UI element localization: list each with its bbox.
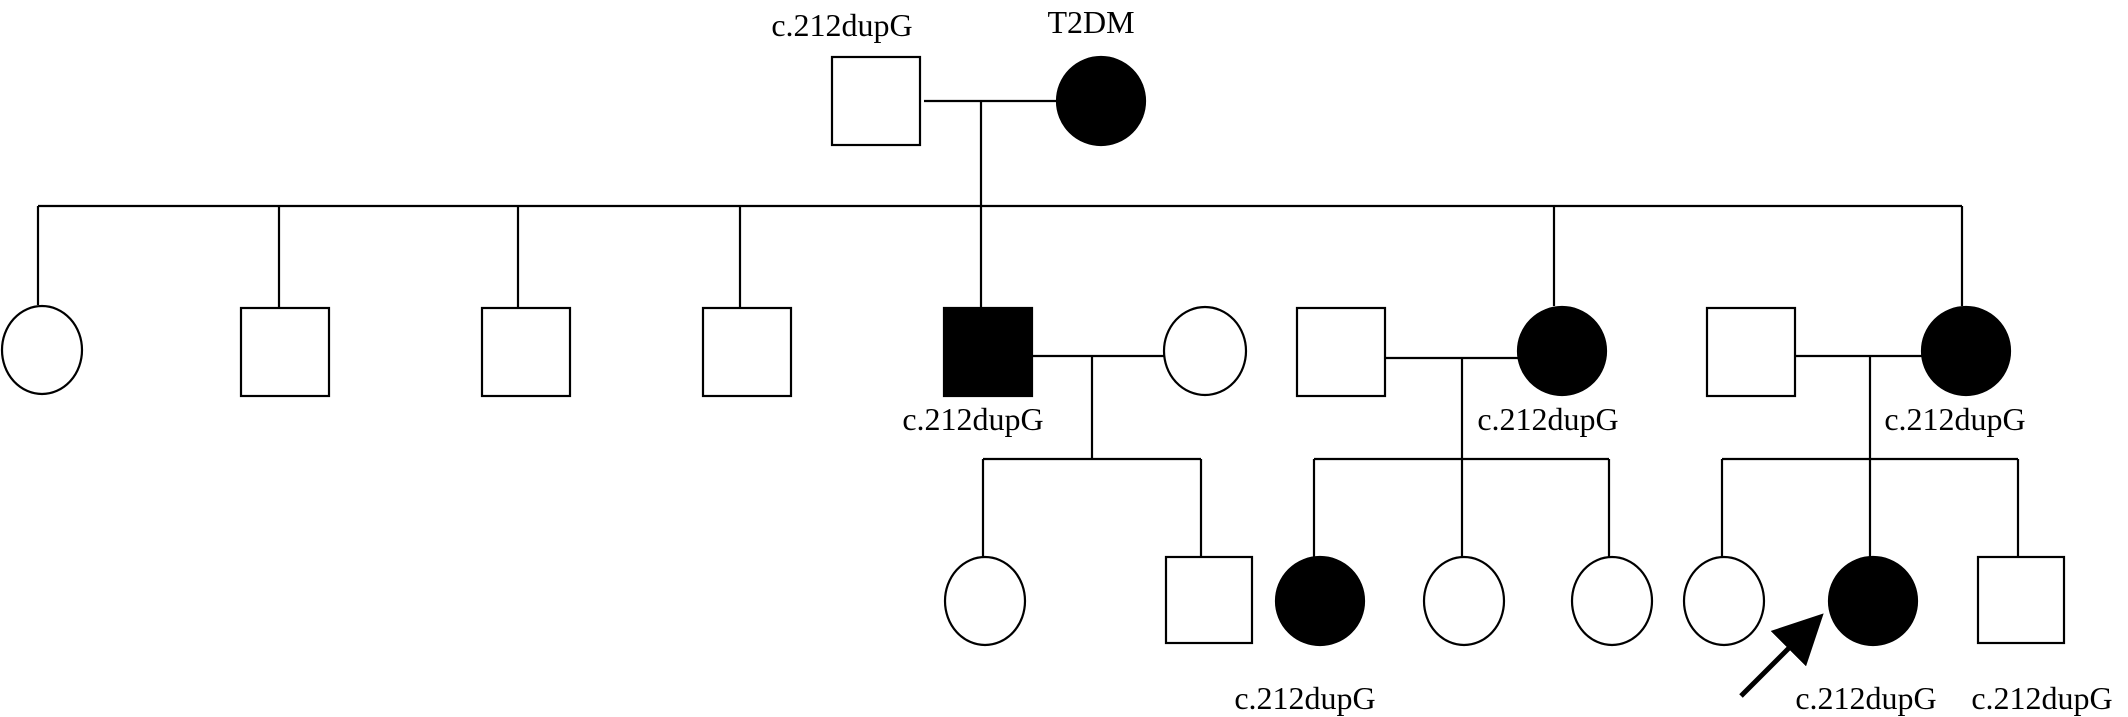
gen2-spouse-male: [1295, 306, 1387, 398]
gen3-female: [1422, 555, 1506, 647]
gen1-father-square: [830, 55, 922, 147]
gen3-proband-female: [1827, 555, 1919, 647]
gen3-label: c.212dupG: [1234, 680, 1375, 716]
gen2-spouse-female: [1162, 305, 1248, 397]
gen2-affected-female: [1920, 305, 2012, 397]
gen1-father-label: c.212dupG: [771, 7, 912, 43]
generation-2-sibship: [36, 204, 1964, 308]
gen1-mother-circle: [1055, 55, 1147, 147]
gen2-male: [480, 306, 572, 398]
gen3-female: [1570, 555, 1654, 647]
gen3-male: [1976, 555, 2066, 645]
gen2-label: c.212dupG: [1884, 401, 2025, 437]
gen3-affected-female: [1274, 555, 1366, 647]
proband-arrow-icon: [1739, 613, 1824, 698]
gen2-affected-male: [942, 306, 1034, 398]
gen2-label: c.212dupG: [902, 401, 1043, 437]
generation-2: c.212dupG c.212dupG c.212dupG: [0, 304, 2026, 557]
generation-1: c.212dupG T2DM: [771, 4, 1147, 206]
generation-3-sibships: [981, 457, 2020, 557]
gen3-female: [1682, 555, 1766, 647]
generation-3: c.212dupG c.212dupG c.212dupG: [943, 555, 2113, 716]
gen2-spouse-male: [1705, 306, 1797, 398]
gen3-label: c.212dupG: [1971, 680, 2112, 716]
gen2-affected-female: [1516, 305, 1608, 397]
gen1-mother-label: T2DM: [1047, 4, 1134, 40]
gen2-male: [239, 306, 331, 398]
gen2-label: c.212dupG: [1477, 401, 1618, 437]
gen2-female: [0, 304, 84, 396]
gen3-male: [1164, 555, 1254, 645]
gen3-label: c.212dupG: [1795, 680, 1936, 716]
gen3-female: [943, 555, 1027, 647]
gen2-male: [701, 306, 793, 398]
